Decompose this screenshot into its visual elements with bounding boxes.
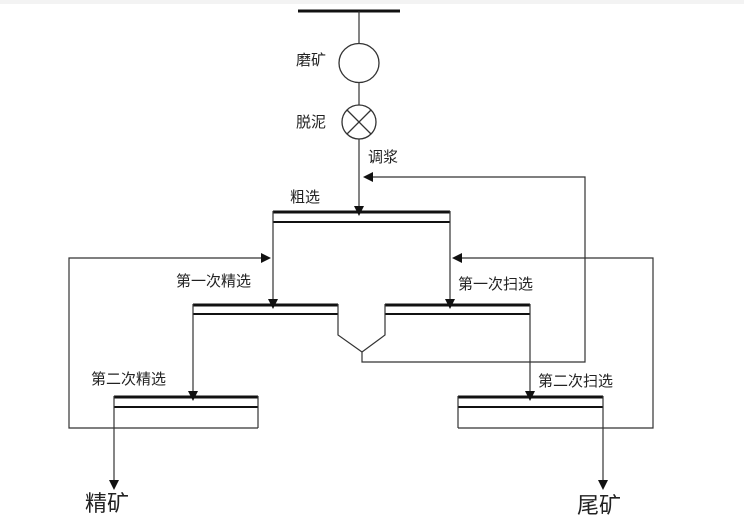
cleaner2-cell bbox=[113, 395, 259, 428]
label-tailings: 尾矿 bbox=[577, 494, 622, 519]
scavenger2-conc-return-line bbox=[452, 253, 654, 429]
middlings-return-line bbox=[361, 172, 586, 363]
cleaner2-tail-return-line bbox=[68, 253, 271, 429]
cleaner1-cell bbox=[192, 303, 338, 315]
desliming-cyclone-icon bbox=[341, 104, 377, 140]
top-strip bbox=[0, 0, 744, 4]
scavenger1-cell bbox=[385, 303, 531, 315]
grinding-mill-icon bbox=[338, 42, 380, 84]
label-cleaner2: 第二次精选 bbox=[91, 370, 167, 388]
label-conditioning: 调浆 bbox=[368, 148, 399, 166]
label-scavenger2: 第二次扫选 bbox=[538, 372, 614, 390]
label-concentrate: 精矿 bbox=[85, 492, 130, 517]
label-roughing: 粗选 bbox=[290, 188, 321, 206]
label-cleaner1: 第一次精选 bbox=[176, 272, 252, 290]
label-scavenger1: 第一次扫选 bbox=[458, 275, 534, 293]
middlings-funnel bbox=[337, 304, 386, 353]
label-grinding: 磨矿 bbox=[296, 51, 327, 69]
rougher-cell bbox=[272, 210, 451, 223]
scavenger2-cell bbox=[457, 395, 604, 428]
label-desliming: 脱泥 bbox=[296, 113, 327, 131]
